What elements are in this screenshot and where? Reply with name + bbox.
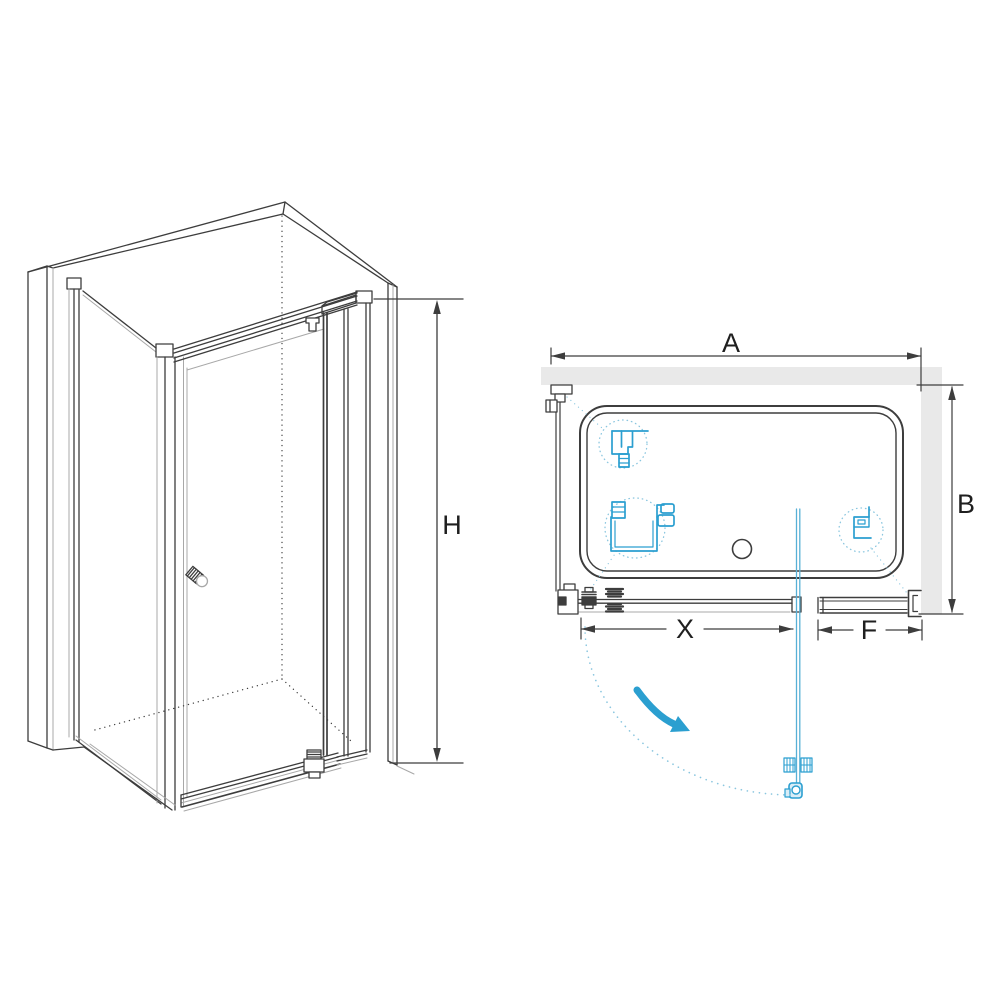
dim-label-f: F	[861, 615, 878, 645]
swing-indicators	[566, 396, 908, 796]
door-panel	[185, 312, 328, 756]
top-pivot-hinge	[305, 317, 320, 332]
dim-label-h: H	[442, 510, 462, 540]
plan-view: A B	[541, 328, 975, 799]
leader-right-detail	[870, 547, 908, 594]
shower-tray-edge	[83, 743, 176, 811]
right-wall-profile	[907, 589, 922, 618]
fixed-wall-profile-icon	[853, 506, 872, 539]
dim-b: B	[916, 384, 975, 615]
swing-arrow	[633, 686, 690, 732]
open-door-hinge	[783, 757, 813, 773]
top-wall	[541, 367, 942, 385]
dim-x: X	[580, 614, 794, 644]
plan-walls	[541, 367, 942, 614]
dim-f: F	[817, 615, 923, 645]
detail-circle-top	[598, 419, 648, 469]
dim-label-b: B	[957, 489, 975, 519]
dim-label-x: X	[676, 614, 694, 644]
hidden-edges	[90, 215, 352, 742]
fixed-panel-plan	[817, 589, 922, 618]
drain	[731, 538, 753, 560]
hinge-block-plan	[581, 586, 597, 610]
open-door	[795, 508, 801, 784]
right-wall-panel	[282, 201, 415, 775]
dim-label-a: A	[722, 328, 740, 358]
open-door-knob	[784, 782, 803, 799]
detail-contents	[610, 430, 872, 732]
door-handle-knob	[185, 565, 209, 588]
bottom-left-wall-profile	[557, 583, 579, 615]
adjustment-spring-plan	[604, 587, 625, 613]
left-wall-panel	[27, 201, 286, 751]
top-left-wall-profile	[545, 384, 573, 413]
fixed-panel-posts	[343, 302, 371, 757]
door-swing-arc	[584, 626, 794, 796]
side-panel-plan	[555, 399, 561, 592]
bottom-pivot-hinge	[303, 749, 325, 779]
dim-a: A	[550, 328, 922, 392]
front-left-post	[155, 343, 188, 811]
dim-height: H	[373, 298, 464, 764]
right-wall	[921, 385, 942, 614]
shower-tray	[579, 405, 904, 579]
detail-circle-left	[604, 497, 666, 559]
top-pivot-profile-icon	[611, 430, 649, 468]
wall-profile-icon	[610, 501, 675, 552]
open-door-hardware	[783, 757, 813, 799]
detail-circle-right	[838, 507, 884, 553]
door-sill-plan	[557, 583, 802, 615]
perspective-view: H	[27, 201, 464, 812]
